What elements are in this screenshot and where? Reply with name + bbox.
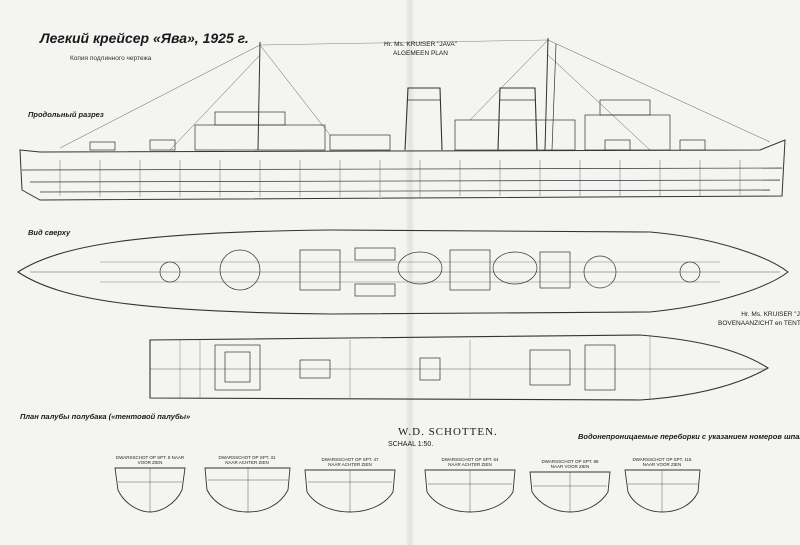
- page-subtitle: Копия подлинного чертежа: [70, 55, 152, 62]
- top-view-header-line2: BOVENAANZICHT en TENTDEK: [718, 320, 800, 327]
- bulkhead-label: DWARSSCHOT OP SPT. 116 NAAR VOOR ZIEN: [632, 457, 692, 467]
- plan-header-line1: Hr. Ms. KRUISER "JAVA": [384, 41, 457, 48]
- deck-plan-label: План палубы полубака («тентовой палубы»: [20, 412, 191, 421]
- top-view-header-line1: Hr. Ms. KRUISER "JAVA": [741, 311, 800, 318]
- bulkheads-scale: SCHAAL 1:50.: [388, 441, 434, 448]
- bulkhead-label: DWARSSCHOT OP SPT. 47 NAAR ACHTER ZIEN: [321, 457, 379, 467]
- top-view: [16, 229, 789, 315]
- bulkheads-title: W.D. SCHOTTEN.: [398, 426, 498, 438]
- bulkhead-label: DWARSSCHOT OP SPT. 64 NAAR ACHTER ZIEN: [441, 457, 499, 467]
- bulkhead-label: DWARSSCHOT OP SPT. 8 NAAR VOOR ZIEN: [115, 455, 185, 465]
- bulkhead-label: DWARSSCHOT OP SPT. 31 NAAR ACHTER ZIEN: [218, 455, 276, 465]
- bulkhead-label: DWARSSCHOT OP SPT. 98 NAAR VOOR ZIEN: [541, 459, 599, 469]
- page-gutter: [405, 0, 415, 545]
- profile-view: [19, 37, 786, 201]
- top-view-header: Hr. Ms. KRUISER "JAVA" BOVENAANZICHT en …: [718, 310, 800, 328]
- profile-label: Продольный разрез: [28, 110, 104, 119]
- deck-plan: [149, 334, 770, 401]
- bulkheads-caption: Водонепроницаемые переборки с указанием …: [578, 432, 800, 441]
- plan-header-line2: ALGEMEEN PLAN: [393, 50, 448, 57]
- top-view-label: Вид сверху: [28, 228, 71, 237]
- page-title: Легкий крейсер «Ява», 1925 г.: [40, 30, 249, 46]
- plan-header: Hr. Ms. KRUISER "JAVA" ALGEMEEN PLAN: [384, 40, 457, 58]
- bulkhead-sections: [114, 467, 701, 513]
